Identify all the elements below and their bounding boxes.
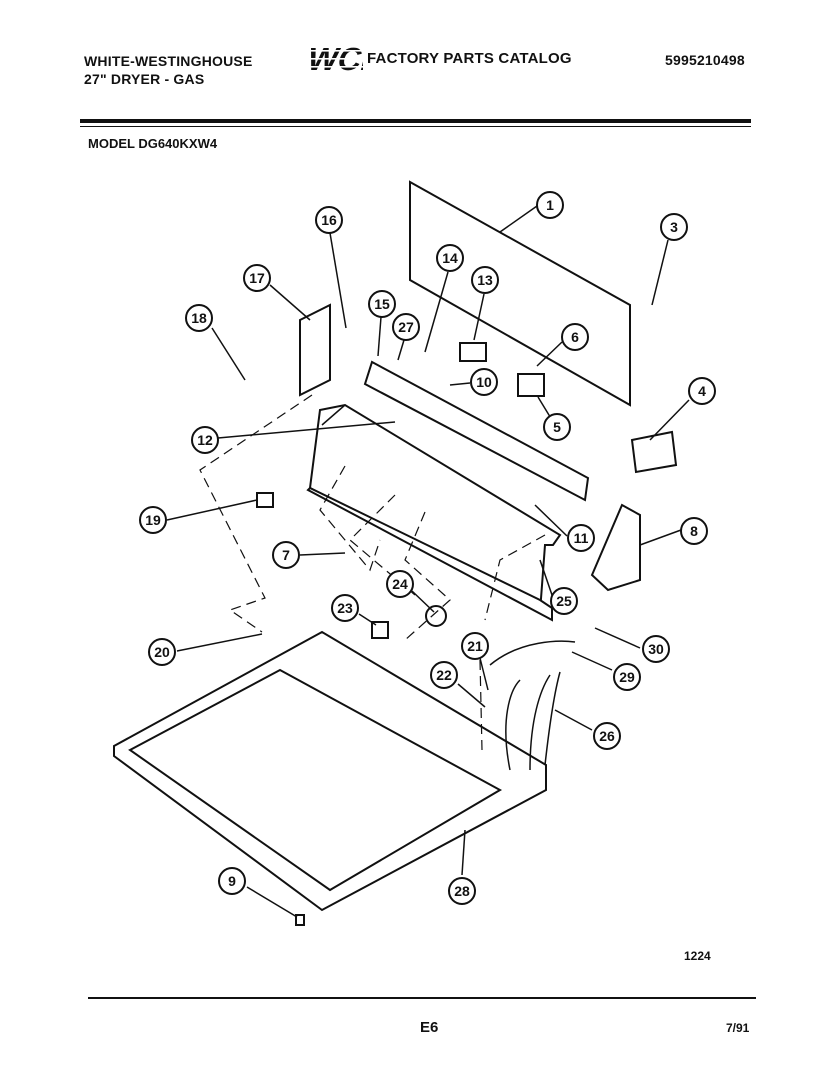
callout-4: 4: [688, 377, 716, 405]
svg-text:28: 28: [454, 883, 470, 899]
svg-text:25: 25: [556, 593, 572, 609]
callout-12: 12: [191, 426, 219, 454]
callout-15: 15: [368, 290, 396, 318]
power-cord: [489, 640, 576, 666]
callout-25: 25: [550, 587, 578, 615]
svg-text:6: 6: [571, 329, 579, 345]
header-rule-thin: [80, 126, 751, 127]
svg-text:22: 22: [436, 667, 452, 683]
top-cover-inset: [128, 668, 503, 892]
knob: [256, 492, 274, 508]
svg-text:23: 23: [337, 600, 353, 616]
svg-text:8: 8: [690, 523, 698, 539]
svg-text:20: 20: [154, 644, 170, 660]
svg-text:17: 17: [249, 270, 265, 286]
svg-text:4: 4: [698, 383, 706, 399]
push-button: [371, 621, 389, 639]
footer-rule: [88, 997, 756, 999]
callout-26: 26: [593, 722, 621, 750]
svg-text:15: 15: [374, 296, 390, 312]
callout-20: 20: [148, 638, 176, 666]
callout-1: 1: [536, 191, 564, 219]
model-number: MODEL DG640KXW4: [88, 136, 218, 151]
header-rule-thick: [80, 119, 751, 123]
svg-text:11: 11: [574, 530, 589, 546]
rear-panel: [409, 180, 631, 407]
callout-27: 27: [392, 313, 420, 341]
svg-text:16: 16: [321, 212, 337, 228]
svg-text:14: 14: [442, 250, 458, 266]
svg-text:7: 7: [282, 547, 290, 563]
callout-7: 7: [272, 541, 300, 569]
svg-text:13: 13: [477, 272, 493, 288]
catalog-date: 7/91: [726, 1021, 750, 1035]
end-bracket-left: [299, 303, 331, 397]
timer: [630, 430, 678, 474]
screw: [295, 914, 305, 926]
diagram-reference-number: 1224: [684, 949, 711, 963]
wci-logo: WCI: [305, 41, 363, 74]
callout-9: 9: [218, 867, 246, 895]
callout-17: 17: [243, 264, 271, 292]
catalog-title: FACTORY PARTS CATALOG: [367, 50, 572, 67]
control-bracket: [363, 360, 590, 502]
logo-text: WCI: [305, 41, 363, 74]
page-number: E6: [420, 1019, 439, 1036]
svg-text:1: 1: [546, 197, 554, 213]
thermostat: [517, 373, 545, 397]
callout-14: 14: [436, 244, 464, 272]
leader-lines: [166, 205, 690, 918]
callout-6: 6: [561, 323, 589, 351]
callout-19: 19: [139, 506, 167, 534]
svg-text:30: 30: [648, 641, 664, 657]
callout-23: 23: [331, 594, 359, 622]
switch: [459, 342, 487, 362]
brand-line-2: 27" DRYER - GAS: [84, 71, 205, 87]
callout-28: 28: [448, 877, 476, 905]
callout-8: 8: [680, 517, 708, 545]
callout-5: 5: [543, 413, 571, 441]
svg-text:27: 27: [398, 319, 414, 335]
selector-ring: [425, 605, 447, 627]
svg-text:5: 5: [553, 419, 561, 435]
end-cap-right: [590, 503, 641, 592]
svg-text:12: 12: [197, 432, 213, 448]
callout-24: 24: [386, 570, 414, 598]
svg-text:21: 21: [467, 638, 483, 654]
svg-text:29: 29: [619, 669, 635, 685]
callout-10: 10: [470, 368, 498, 396]
callout-29: 29: [613, 663, 641, 691]
callout-30: 30: [642, 635, 670, 663]
svg-text:18: 18: [191, 310, 207, 326]
callout-16: 16: [315, 206, 343, 234]
svg-text:3: 3: [670, 219, 678, 235]
callout-11: 11: [567, 524, 595, 552]
svg-text:10: 10: [476, 374, 492, 390]
callout-21: 21: [461, 632, 489, 660]
catalog-part-number: 5995210498: [665, 52, 745, 68]
svg-text:24: 24: [392, 576, 408, 592]
svg-text:26: 26: [599, 728, 615, 744]
callout-13: 13: [471, 266, 499, 294]
svg-text:9: 9: [228, 873, 236, 889]
callout-3: 3: [660, 213, 688, 241]
callout-22: 22: [430, 661, 458, 689]
brand-line-1: WHITE-WESTINGHOUSE: [84, 53, 253, 69]
callout-18: 18: [185, 304, 213, 332]
wire-harness: [505, 671, 561, 771]
svg-text:19: 19: [145, 512, 161, 528]
